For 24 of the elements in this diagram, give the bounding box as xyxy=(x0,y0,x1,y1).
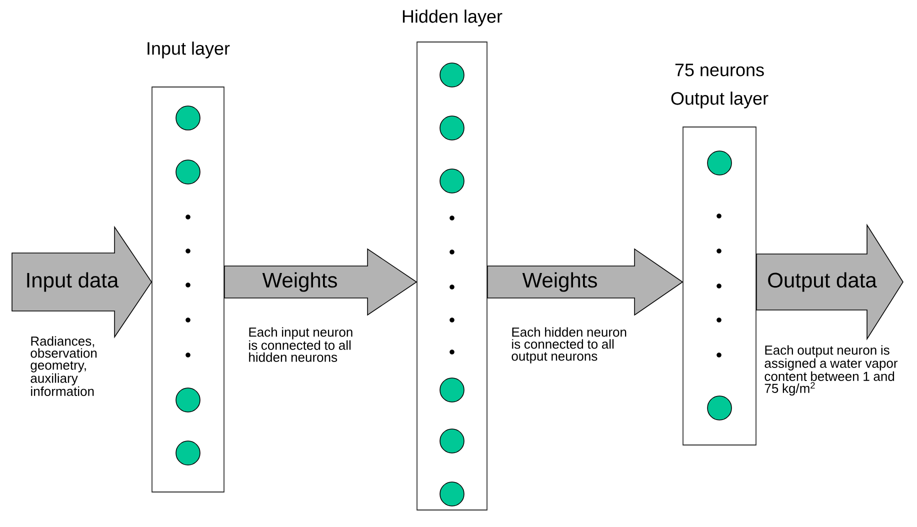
neuron-circle xyxy=(176,106,200,130)
layer-heading: Output layer xyxy=(671,92,768,108)
layer-heading: 75 neurons xyxy=(675,64,764,76)
neuron-circle xyxy=(176,440,200,466)
description-text: Each input neuron is connected to all hidden neurons xyxy=(249,327,352,362)
description-text: Each hidden neuron is connected to all output neurons xyxy=(512,327,626,364)
layer-heading: Input layer xyxy=(148,42,230,58)
neuron-circle xyxy=(440,482,464,506)
edge-label: Weights xyxy=(261,271,339,293)
edge-label: Input data xyxy=(24,271,120,293)
neuron-circle xyxy=(176,160,200,184)
neuron-circle xyxy=(707,396,732,420)
description-text: Radiances, observation geometry, auxiliary information xyxy=(30,336,97,396)
edge-label: Weights xyxy=(521,271,599,293)
neuron-circle xyxy=(440,428,464,454)
neuron-circle xyxy=(707,150,732,176)
edge-label: Output data xyxy=(766,271,878,293)
neuron-circle xyxy=(176,388,200,412)
description-text: Each output neuron is assigned a water vapor content between 1 and 75 kg/m$^{2}$ xyxy=(764,345,898,396)
neuron-circle xyxy=(440,116,464,140)
neuron-circle xyxy=(440,62,464,88)
layer-heading: Hidden layer xyxy=(402,10,502,26)
neuron-circle xyxy=(440,168,464,194)
neuron-circle xyxy=(440,378,464,402)
